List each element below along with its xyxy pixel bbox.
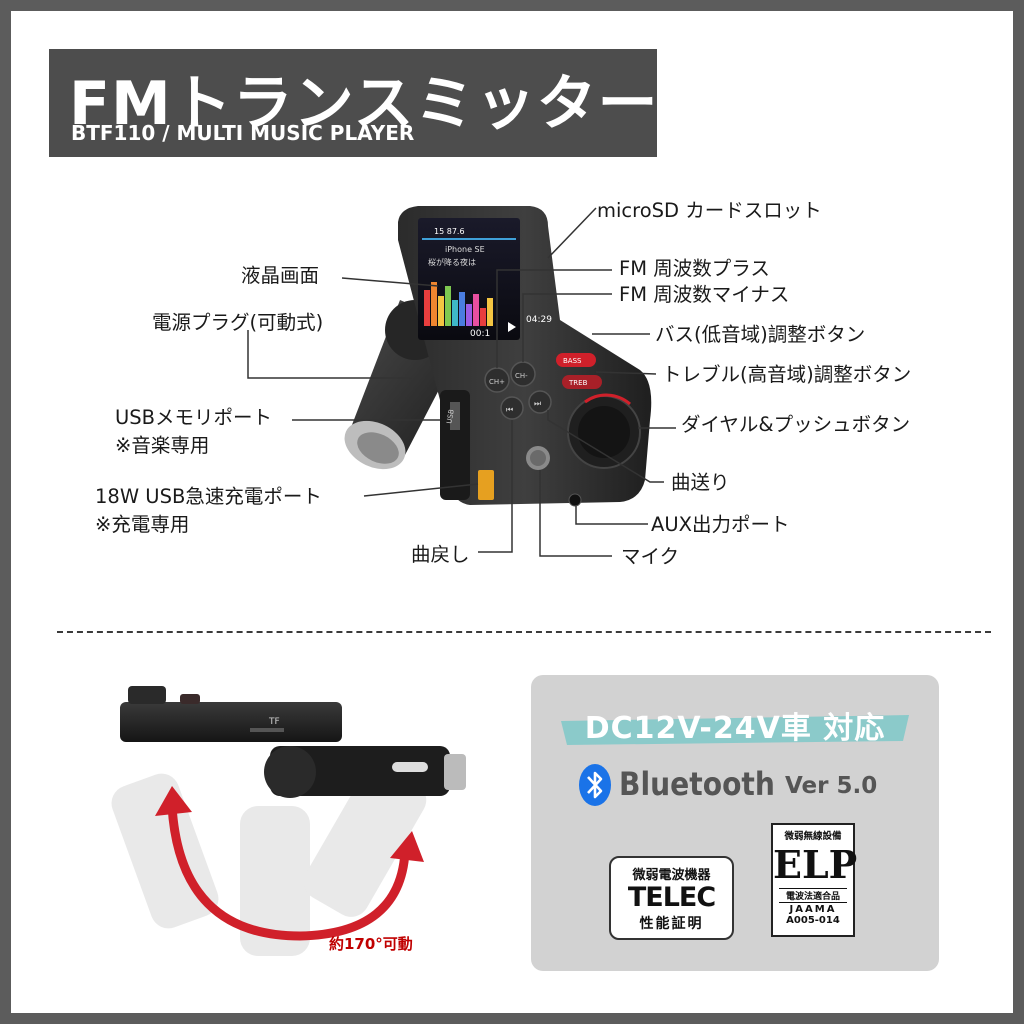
elp-badge: 微弱無線設備 ELP 電波法適合品 JAAMA A005-014: [771, 823, 858, 937]
bluetooth-wordmark: Bluetooth: [619, 765, 775, 803]
label-fm-plus: FM 周波数プラス: [619, 257, 770, 280]
telec-bottom-text: 性能証明: [639, 916, 704, 932]
rotation-diagram: [111, 686, 466, 956]
leader-lines: [247, 207, 676, 557]
bass-button[interactable]: BASS: [556, 353, 596, 367]
label-usb-memory-note: ※音楽専用: [115, 434, 210, 457]
telec-mark: TELEC: [627, 882, 716, 913]
label-lcd: 液晶画面: [241, 264, 320, 287]
elp-sub-text: 電波法適合品: [779, 888, 847, 903]
mic-grille: [526, 446, 550, 470]
telec-badge: 微弱電波機器 TELEC 性能証明: [609, 856, 734, 940]
label-bass: バス(低音域)調整ボタン: [655, 323, 866, 346]
label-usb-memory: USBメモリポート: [115, 406, 273, 429]
rotation-note: 約170°可動: [329, 935, 413, 953]
aux-port: [568, 493, 582, 507]
screen-time-right: 04:29: [526, 315, 552, 325]
label-treble: トレブル(高音域)調整ボタン: [662, 363, 912, 386]
label-fast-charge: 18W USB急速充電ポート: [95, 485, 322, 508]
title-banner: FMトランスミッター BTF110 / MULTI MUSIC PLAYER: [49, 49, 659, 157]
label-fm-minus: FM 周波数マイナス: [619, 283, 790, 306]
elp-mark: ELP: [773, 842, 858, 887]
ch-plus-label: CH+: [489, 378, 505, 386]
product-diagram: 15 87.6 iPhone SE 桜が降る夜は 00:1 04:29 CH+ …: [247, 206, 676, 557]
screen-line1: 15 87.6: [434, 227, 465, 236]
elp-code-text: A005-014: [786, 915, 840, 926]
telec-top-text: 微弱電波機器: [632, 868, 711, 883]
next-label: ⏭: [534, 399, 541, 408]
ch-minus-label: CH-: [515, 372, 528, 380]
elp-top-text: 微弱無線設備: [784, 831, 842, 842]
label-microsd: microSD カードスロット: [597, 199, 822, 222]
treble-label: TREB: [568, 379, 588, 387]
page-subtitle: BTF110 / MULTI MUSIC PLAYER: [71, 121, 415, 145]
usb-port-label: USB: [445, 409, 455, 425]
voltage-band: [561, 715, 909, 745]
next-track-button[interactable]: ⏭: [528, 390, 552, 414]
label-aux: AUX出力ポート: [651, 513, 790, 536]
label-prev-track: 曲戻し: [411, 543, 470, 566]
label-next-track: 曲送り: [671, 471, 730, 494]
ch-plus-button[interactable]: CH+: [484, 367, 510, 393]
bluetooth-icon: [579, 764, 611, 806]
device-top-view: [120, 686, 342, 742]
label-dial: ダイヤル&プッシュボタン: [681, 413, 911, 436]
label-mic: マイク: [621, 545, 680, 568]
plug-side-view: [264, 746, 466, 798]
elp-org-text: JAAMA: [789, 904, 837, 915]
voltage-support: DC12V-24V車 対応: [584, 711, 886, 746]
bluetooth-version: Ver 5.0: [785, 773, 878, 799]
prev-track-button[interactable]: ⏮: [500, 396, 524, 420]
treble-button[interactable]: TREB: [562, 375, 602, 389]
bass-label: BASS: [563, 357, 582, 365]
prev-label: ⏮: [506, 405, 513, 414]
screen-line3: 桜が降る夜は: [428, 257, 476, 267]
spec-panel: DC12V-24V車 対応 Bluetooth Ver 5.0 微弱電波機器 T…: [531, 675, 939, 971]
screen-time-left: 00:1: [470, 329, 490, 339]
curved-double-arrow-icon: [155, 786, 424, 941]
screen-line2: iPhone SE: [445, 245, 485, 254]
ch-minus-button[interactable]: CH-: [510, 361, 536, 387]
dial-knob[interactable]: [567, 393, 641, 469]
label-fast-charge-note: ※充電専用: [95, 513, 190, 536]
page-title: FMトランスミッター: [69, 69, 659, 139]
tf-slot-label: TF: [269, 717, 280, 727]
label-power-plug: 電源プラグ(可動式): [152, 311, 324, 334]
lcd-screen: [418, 218, 520, 340]
section-divider: [57, 631, 991, 633]
